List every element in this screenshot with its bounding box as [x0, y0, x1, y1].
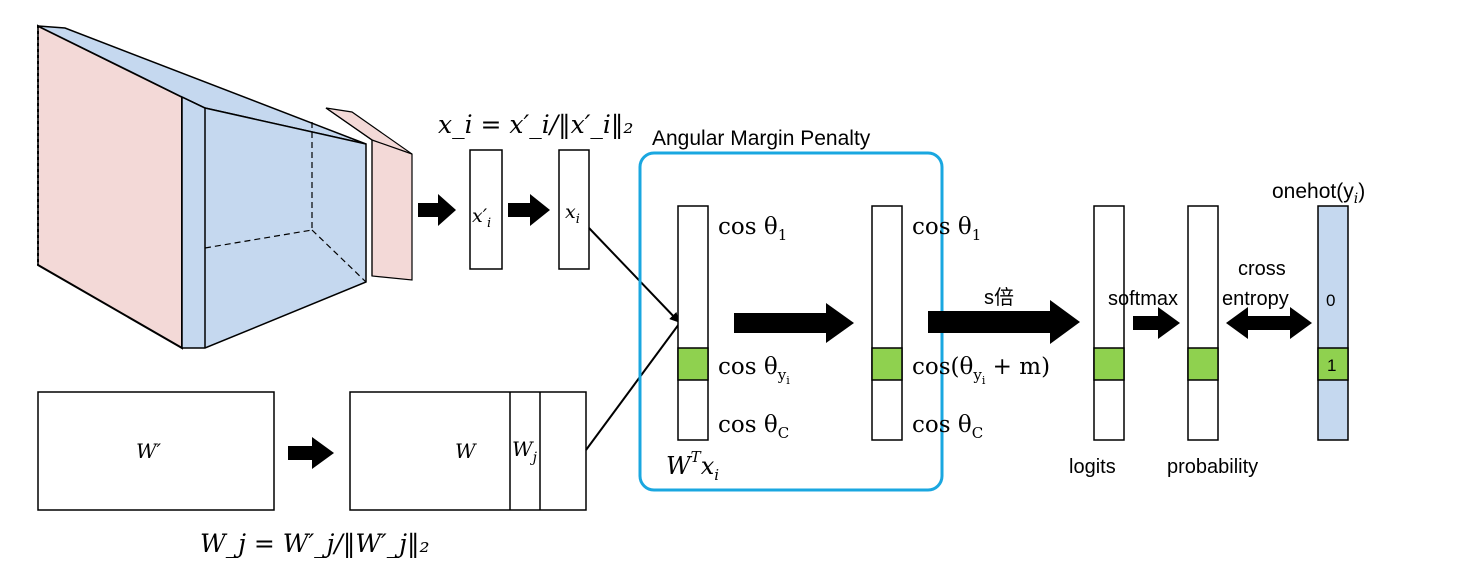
probability-label: probability — [1167, 456, 1258, 478]
onehot-sub: i — [1354, 191, 1358, 207]
w-matrix — [349, 391, 587, 511]
svg-text:xi: xi — [565, 201, 580, 227]
cosine-target-cell — [677, 347, 709, 381]
wtx-x: x — [701, 452, 715, 480]
x-prime-sub: i — [487, 216, 491, 231]
line-w-to-product — [585, 323, 680, 451]
line-x-to-product — [588, 227, 680, 323]
wj-sub: j — [530, 450, 538, 466]
svg-text:WTxi: WTxi — [666, 448, 719, 484]
svg-text:cos θyi: cos θyi — [718, 354, 790, 387]
cosyi-subsub: i — [786, 374, 790, 387]
arrow-cross-entropy — [1226, 307, 1312, 339]
x-prime-vector — [469, 149, 503, 270]
cos1-prefix: cos θ — [718, 214, 778, 240]
cross-label: cross — [1238, 258, 1286, 280]
onehot-label: onehot(y — [1272, 180, 1354, 203]
wtx-sub: i — [714, 466, 719, 484]
margin-cosine-vector — [871, 205, 903, 441]
mcosC-sub: C — [972, 424, 983, 442]
weight-normalize-formula: W_j = W′_j/‖W′_j‖₂ — [200, 529, 429, 559]
mcos-margin-suffix: + m) — [985, 354, 1050, 380]
mcos-margin-sub: y — [972, 366, 982, 384]
x-prime-label: x′ — [472, 205, 488, 227]
x-sub: i — [576, 212, 580, 227]
mcos-margin-subsub: i — [982, 374, 986, 387]
svg-text:onehot(yi): onehot(yi) — [1272, 180, 1365, 207]
mcos-margin-prefix: cos(θ — [912, 354, 973, 380]
arrow-xprime-to-x — [508, 194, 550, 226]
logits-vector — [1093, 205, 1125, 441]
svg-text:cos(θyi + m): cos(θyi + m) — [912, 354, 1050, 387]
svg-text:cos θC: cos θC — [912, 412, 983, 442]
mcosC-prefix: cos θ — [912, 412, 972, 438]
svg-text:Wj: Wj — [512, 437, 538, 466]
svg-text:x′i: x′i — [472, 205, 491, 231]
margin-penalty-title: Angular Margin Penalty — [652, 127, 871, 150]
cnn-feature-extractor — [37, 24, 413, 350]
arrow-wprime-to-w — [288, 437, 334, 469]
cosC-prefix: cos θ — [718, 412, 778, 438]
cosine-vector — [677, 205, 709, 441]
w-label: W — [455, 439, 477, 463]
probability-target-cell — [1187, 347, 1219, 381]
onehot-vector — [1317, 205, 1349, 441]
mcos1-sub: 1 — [972, 226, 982, 244]
cosC-sub: C — [778, 424, 789, 442]
scale-label: s倍 — [984, 286, 1014, 309]
onehot-one: 1 — [1327, 356, 1336, 375]
svg-text:cos θ1: cos θ1 — [912, 214, 981, 244]
onehot-zero: 0 — [1326, 291, 1335, 310]
wj-label: W — [512, 437, 534, 461]
onehot-close: ) — [1358, 180, 1365, 203]
probability-vector — [1187, 205, 1219, 441]
mcos1-prefix: cos θ — [912, 214, 972, 240]
onehot-target-cell — [1317, 347, 1349, 381]
x-normalized-vector — [558, 149, 590, 270]
svg-text:cos θC: cos θC — [718, 412, 789, 442]
arrow-softmax — [1133, 307, 1180, 339]
logits-target-cell — [1093, 347, 1125, 381]
arrow-scale — [928, 300, 1080, 344]
cos1-sub: 1 — [778, 226, 788, 244]
wtx-sup: T — [691, 448, 702, 466]
cosyi-sub: y — [777, 366, 787, 384]
arrow-margin-apply — [734, 303, 854, 343]
w-prime-matrix — [37, 391, 275, 511]
entropy-label: entropy — [1222, 288, 1289, 310]
svg-text:cos θ1: cos θ1 — [718, 214, 787, 244]
margin-target-cell — [871, 347, 903, 381]
w-prime-label: W′ — [136, 439, 162, 463]
arrow-cnn-to-xprime — [418, 194, 456, 226]
logits-label: logits — [1069, 456, 1116, 478]
feature-normalize-formula: x_i = x′_i/‖x′_i‖₂ — [438, 110, 633, 140]
x-label: x — [565, 201, 576, 223]
wtx-label: W — [666, 452, 693, 480]
cosyi-prefix: cos θ — [718, 354, 778, 380]
softmax-label: softmax — [1108, 288, 1178, 310]
